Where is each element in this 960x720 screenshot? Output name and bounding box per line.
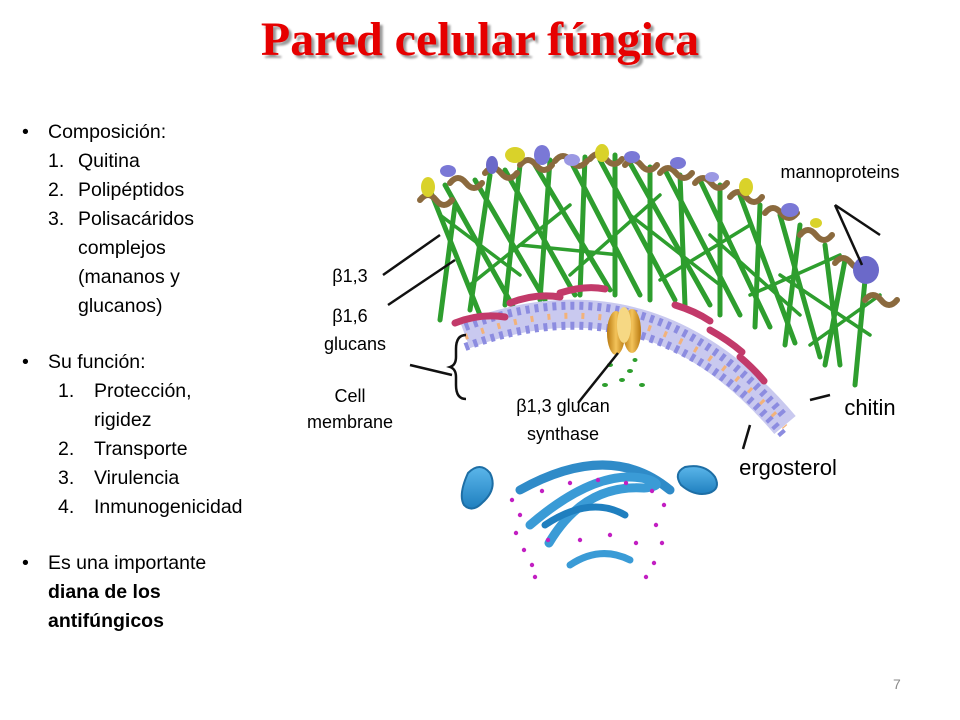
item-number: 1. (48, 150, 65, 172)
beta-symbol: β (332, 306, 343, 326)
membrane-label: membrane (306, 412, 394, 432)
beta16-value: 1,6 (342, 306, 368, 326)
list-item: 1. Quitina (22, 147, 292, 176)
glucan-synthase (607, 307, 641, 355)
item-text: Transporte (94, 438, 188, 460)
composition-list: 1. Quitina 2. Polipéptidos 3. Polisacári… (22, 147, 292, 321)
item-text: Protección, (94, 380, 192, 402)
item-text: complejos (78, 237, 166, 259)
function-heading: Su función: (48, 351, 146, 373)
item-text: Polipéptidos (78, 179, 185, 201)
glucans-label: glucans (323, 334, 387, 354)
composition-heading: Composición: (48, 121, 167, 143)
mannoprotein-heads (421, 144, 879, 284)
synthase-label-top: β1,3 glucan (488, 395, 638, 418)
item-number: 3. (58, 467, 75, 489)
target-text: Es una importante (48, 552, 207, 574)
beta16-label: β1,6 (320, 305, 380, 328)
target-bold: antifúngicos (48, 610, 164, 632)
synthase-text: 1,3 glucan (526, 396, 610, 416)
bullet-icon: • (22, 121, 29, 143)
cell-wall-diagram: mannoproteins β1,3 β1,6 glucans Cell mem… (280, 95, 960, 665)
item-number: 3. (48, 208, 65, 230)
item-text: Virulencia (94, 467, 180, 489)
glucan-granules (602, 358, 645, 387)
label-arrows (382, 203, 881, 450)
glucan-crosslinks (438, 193, 882, 347)
beta-symbol: β (516, 396, 527, 416)
cell-wall-illustration (382, 144, 900, 580)
function-bullet: • Su función: (22, 348, 292, 377)
ribosome-dots (509, 477, 667, 580)
list-item: 2. Transporte (22, 435, 292, 464)
item-text: Inmunogenicidad (94, 496, 243, 518)
item-text: glucanos) (78, 295, 163, 317)
item-number: 2. (58, 438, 75, 460)
text-column: • Composición: 1. Quitina 2. Polipéptido… (22, 118, 292, 636)
item-text: rigidez (94, 409, 152, 431)
beta13-label: β1,3 (320, 265, 380, 288)
target-bullet: • Es una importante diana de los antifún… (22, 549, 292, 636)
page-title: Pared celular fúngica (260, 13, 700, 66)
item-number: 2. (48, 179, 65, 201)
beta13-value: 1,3 (342, 266, 368, 286)
composition-bullet: • Composición: (22, 118, 292, 147)
glucan-fibers (427, 152, 868, 388)
function-list: 1. Protección, rigidez 2. Transporte 3. … (22, 377, 292, 522)
item-text: Quitina (78, 150, 140, 172)
list-item: 3. Polisacáridos complejos (mananos y gl… (22, 205, 292, 321)
target-bold: diana de los (48, 581, 161, 603)
item-text: Polisacáridos (78, 208, 194, 230)
item-text: (mananos y (78, 266, 180, 288)
list-item: 2. Polipéptidos (22, 176, 292, 205)
ergosterol-label: ergosterol (739, 455, 837, 480)
list-item: 1. Protección, rigidez (22, 377, 292, 435)
list-item: 4. Inmunogenicidad (22, 493, 292, 522)
item-number: 1. (58, 380, 75, 402)
cell-label: Cell (334, 386, 366, 406)
item-number: 4. (58, 496, 75, 518)
mannoproteins-label: mannoproteins (780, 162, 900, 182)
synthase-label-bottom: synthase (526, 424, 600, 444)
list-item: 3. Virulencia (22, 464, 292, 493)
bullet-icon: • (22, 351, 29, 373)
mannoprotein-chains (417, 151, 900, 308)
chitin-label: chitin (844, 395, 896, 420)
beta-symbol: β (332, 266, 343, 286)
bullet-icon: • (22, 552, 29, 574)
organelles (460, 460, 718, 569)
page-number: 7 (893, 676, 901, 692)
